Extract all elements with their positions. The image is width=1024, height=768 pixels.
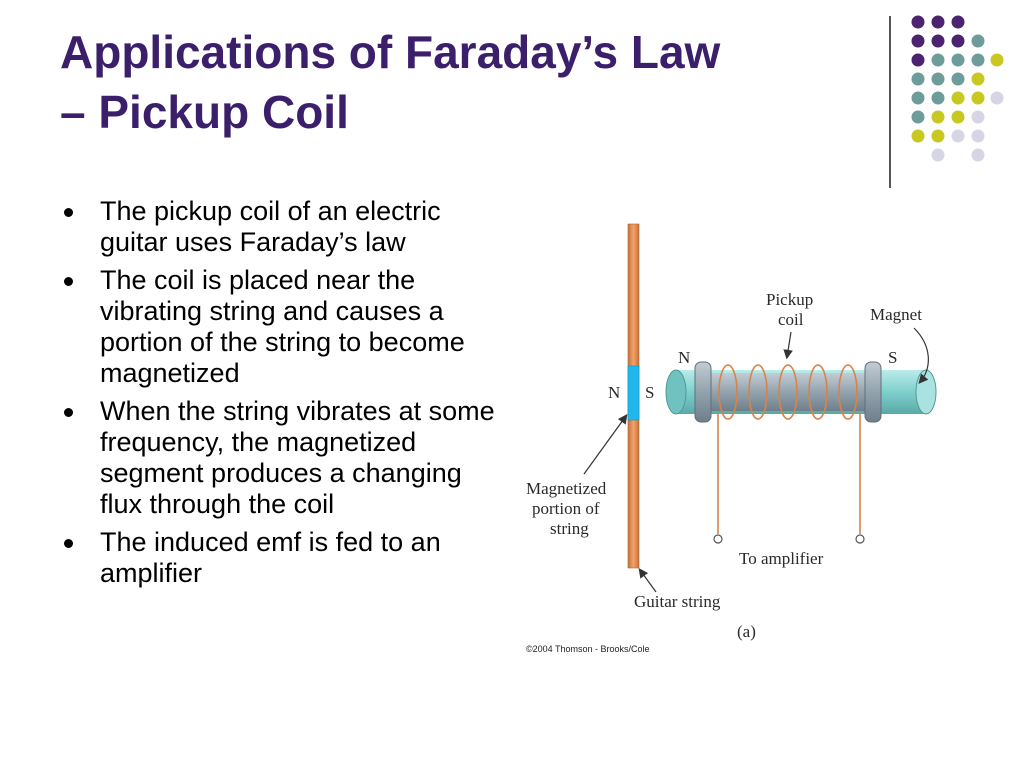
coil-n-label: N <box>678 348 690 367</box>
bullet-text: When the string vibrates at some frequen… <box>100 396 495 519</box>
decor-dot <box>971 110 985 124</box>
magnet-right-end <box>915 369 937 415</box>
bullet-item: When the string vibrates at some frequen… <box>62 396 502 520</box>
slide-title-line-2: – Pickup Coil <box>60 86 349 138</box>
guitar-string-label: Guitar string <box>634 592 721 611</box>
decor-dot <box>951 110 965 124</box>
decor-dot <box>911 110 925 124</box>
decor-dot <box>951 53 965 67</box>
decor-dot <box>911 129 925 143</box>
pickup-coil-label-line-1: Pickup <box>766 290 813 309</box>
bullet-text: The induced emf is fed to an amplifier <box>100 527 441 588</box>
bobbin-left-flange <box>694 361 712 423</box>
string-s-label: S <box>645 383 654 402</box>
decor-dot <box>931 110 945 124</box>
coil-loop <box>808 364 828 420</box>
decor-dot <box>971 72 985 86</box>
bullet-text: The coil is placed near the vibrating st… <box>100 265 465 388</box>
decor-dot <box>931 129 945 143</box>
decor-dot <box>971 53 985 67</box>
terminal-right <box>855 534 865 544</box>
magnetized-label-line-2: portion of <box>532 499 600 518</box>
decor-dot <box>911 91 925 105</box>
bullet-item: The induced emf is fed to an amplifier <box>62 527 502 589</box>
decor-dot <box>990 53 1004 67</box>
decor-dot <box>931 15 945 29</box>
magnetized-label-line-3: string <box>550 519 589 538</box>
decor-dot <box>951 129 965 143</box>
decor-dot <box>971 34 985 48</box>
bullet-text: The pickup coil of an electric guitar us… <box>100 196 441 257</box>
coil-windings <box>718 364 858 420</box>
decor-dot <box>911 53 925 67</box>
bullet-item: The coil is placed near the vibrating st… <box>62 265 502 389</box>
magnetized-label-line-1: Magnetized <box>526 479 607 498</box>
bullet-dot-icon <box>64 539 73 548</box>
decor-dot <box>931 72 945 86</box>
coil-loop <box>838 364 858 420</box>
coil-s-label: S <box>888 348 897 367</box>
bullet-dot-icon <box>64 277 73 286</box>
magnet-arrow <box>913 327 929 384</box>
magnetized-segment <box>627 365 640 421</box>
terminal-left <box>713 534 723 544</box>
decor-dot <box>911 15 925 29</box>
bullet-dot-icon <box>64 408 73 417</box>
decor-dot <box>931 34 945 48</box>
coil-loop <box>778 364 798 420</box>
decor-dot <box>951 91 965 105</box>
coil-bobbin <box>708 373 878 411</box>
decor-dot <box>931 53 945 67</box>
magnet-label: Magnet <box>870 305 922 324</box>
decor-dot <box>951 72 965 86</box>
to-amplifier-label: To amplifier <box>739 549 824 568</box>
bullet-dot-icon <box>64 208 73 217</box>
guitar-string-arrow <box>638 568 657 593</box>
panel-label: (a) <box>737 622 756 641</box>
decor-dot <box>951 34 965 48</box>
decor-dot <box>911 34 925 48</box>
decorative-dot-grid <box>911 15 1004 162</box>
coil-loop <box>718 364 738 420</box>
bullet-list: The pickup coil of an electric guitar us… <box>62 196 502 596</box>
pickup-coil-label-line-2: coil <box>778 310 804 329</box>
magnetized-arrow <box>583 414 628 475</box>
decor-dot <box>931 148 945 162</box>
decor-dot <box>971 91 985 105</box>
pickup-coil-diagram: N S N S Pickup coil Magnet Magnetized po… <box>526 223 937 654</box>
copyright-text: ©2004 Thomson - Brooks/Cole <box>526 644 650 654</box>
slide-title-line-1: Applications of Faraday’s Law <box>60 26 721 78</box>
title-divider-line <box>889 16 891 188</box>
decor-dot <box>951 15 965 29</box>
magnet-left-end <box>665 369 687 415</box>
decor-dot <box>931 91 945 105</box>
bullet-item: The pickup coil of an electric guitar us… <box>62 196 502 258</box>
pickup-coil-arrow <box>783 331 793 360</box>
string-n-label: N <box>608 383 620 402</box>
decor-dot <box>990 91 1004 105</box>
decor-dot <box>911 72 925 86</box>
bobbin-right-flange <box>864 361 882 423</box>
slide-title: Applications of Faraday’s Law – Pickup C… <box>60 22 880 142</box>
decor-dot <box>971 148 985 162</box>
coil-loop <box>748 364 768 420</box>
decor-dot <box>971 129 985 143</box>
